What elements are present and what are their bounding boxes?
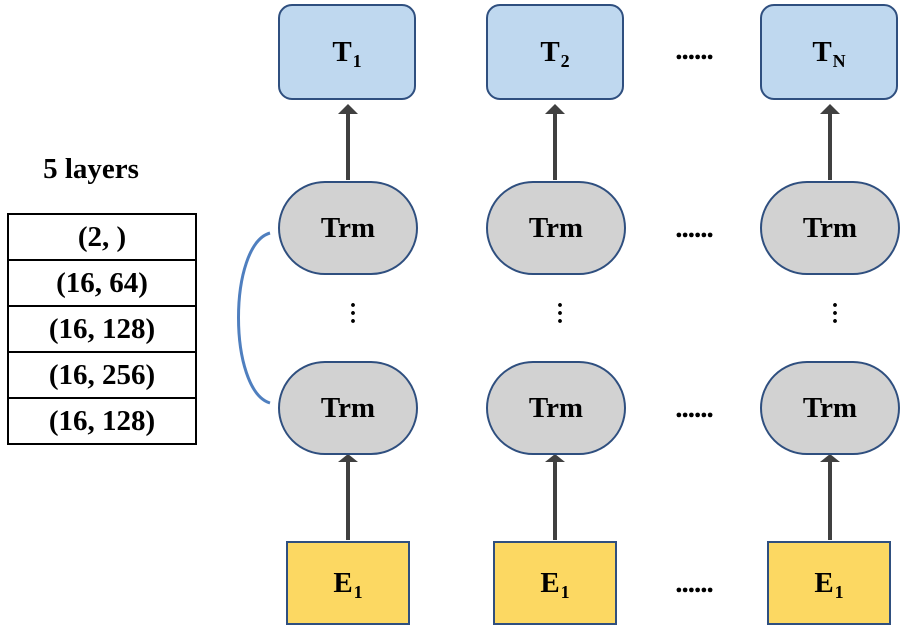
- layer-row: (16, 256): [7, 351, 197, 399]
- embedding-label: E: [540, 566, 560, 599]
- arrowhead-e3-trm: [820, 454, 840, 462]
- layer-shape: (16, 64): [7, 259, 197, 307]
- vertical-ellipsis-col2: ···: [555, 293, 564, 335]
- layer-shape: (16, 256): [7, 351, 197, 399]
- trm-upper-col2: Trm: [486, 181, 626, 275]
- ellipsis-trm-upper: ......: [675, 212, 714, 244]
- arrowhead-trm-tn: [820, 104, 840, 114]
- layer-bracket: [237, 231, 271, 405]
- layers-title: 5 layers: [43, 153, 139, 185]
- output-subscript: 1: [352, 50, 362, 71]
- output-label: T: [540, 35, 560, 68]
- layer-row: (16, 64): [7, 259, 197, 307]
- layer-row: (16, 128): [7, 397, 197, 445]
- trm-upper-col3: Trm: [760, 181, 900, 275]
- layer-shape: (16, 128): [7, 397, 197, 445]
- vertical-ellipsis-col1: ···: [348, 293, 357, 335]
- ellipsis-trm-lower: ......: [675, 392, 714, 424]
- embedding-label: E: [814, 566, 834, 599]
- arrowhead-trm-t1: [338, 104, 358, 114]
- trm-upper-col1: Trm: [278, 181, 418, 275]
- embedding-label: E: [333, 566, 353, 599]
- layer-shape: (16, 128): [7, 305, 197, 353]
- output-subscript: 2: [560, 50, 570, 71]
- arrowhead-e2-trm: [545, 454, 565, 462]
- embedding-subscript: 1: [353, 581, 363, 602]
- embedding-subscript: 1: [560, 581, 570, 602]
- arrowhead-trm-t2: [545, 104, 565, 114]
- ellipsis-outputs: ......: [675, 34, 714, 66]
- trm-lower-col3: Trm: [760, 361, 900, 455]
- ellipsis-embeddings: ......: [675, 567, 714, 599]
- trm-lower-col2: Trm: [486, 361, 626, 455]
- layers-table: (2, ) (16, 64) (16, 128) (16, 256) (16, …: [7, 213, 197, 445]
- output-label: T: [812, 35, 832, 68]
- layer-shape: (2, ): [7, 213, 197, 261]
- embedding-subscript: 1: [834, 581, 844, 602]
- output-label: T: [332, 35, 352, 68]
- trm-lower-col1: Trm: [278, 361, 418, 455]
- layer-row: (16, 128): [7, 305, 197, 353]
- layer-row: (2, ): [7, 213, 197, 261]
- arrowhead-e1-trm: [338, 454, 358, 462]
- output-subscript: N: [832, 50, 846, 71]
- vertical-ellipsis-col3: ···: [830, 293, 839, 335]
